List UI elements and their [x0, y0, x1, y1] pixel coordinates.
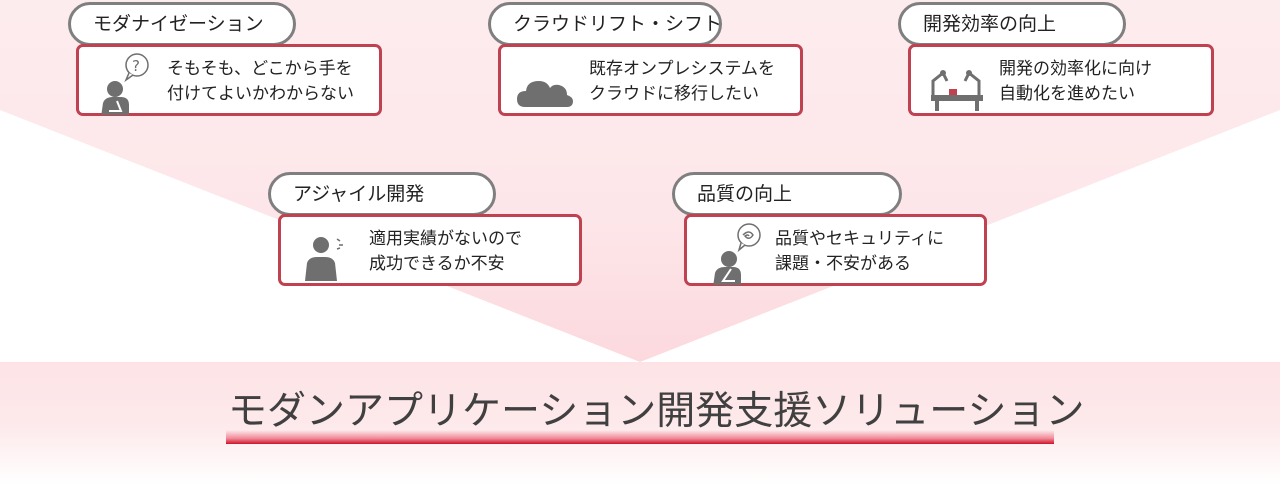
card-line: 開発の効率化に向け: [999, 59, 1152, 79]
card-text: 品質やセキュリティに課題・不安がある: [775, 227, 944, 277]
thinking-person-icon: ?: [101, 53, 149, 115]
svg-text:?: ?: [132, 57, 140, 75]
cloud-icon: [517, 81, 573, 107]
card-line: 適用実績がないので: [369, 229, 522, 249]
robot-arm-icon: [931, 70, 983, 111]
heading-cloud-lift-shift: クラウドリフト・シフト: [488, 2, 722, 46]
card-modernization: ? そもそも、どこから手を付けてよいかわからない: [76, 44, 382, 116]
card-line: 成功できるか不安: [369, 254, 505, 274]
heading-agile: アジャイル開発: [268, 172, 496, 216]
heading-dev-efficiency: 開発効率の向上: [898, 2, 1126, 46]
card-line: クラウドに移行したい: [589, 84, 759, 104]
card-line: そもそも、どこから手を: [167, 59, 353, 79]
card-line: 課題・不安がある: [775, 254, 911, 274]
card-cloud-lift-shift: 既存オンプレシステムをクラウドに移行したい: [498, 44, 803, 116]
card-line: 付けてよいかわからない: [167, 84, 354, 104]
card-dev-efficiency: 開発の効率化に向け自動化を進めたい: [908, 44, 1214, 116]
solution-title: モダンアプリケーション開発支援ソリューション: [228, 389, 1085, 434]
title-underline: [226, 430, 1054, 444]
card-line: 品質やセキュリティに: [775, 229, 944, 249]
heading-quality: 品質の向上: [672, 172, 902, 216]
card-text: 開発の効率化に向け自動化を進めたい: [999, 57, 1152, 107]
card-line: 既存オンプレシステムを: [589, 59, 775, 79]
card-text: 既存オンプレシステムをクラウドに移行したい: [589, 57, 775, 107]
confused-person-icon: [713, 223, 761, 285]
solution-band: [0, 362, 1280, 485]
heading-modernization: モダナイゼーション: [68, 2, 296, 46]
card-line: 自動化を進めたい: [999, 84, 1135, 104]
worried-person-icon: [305, 237, 343, 281]
card-quality: 品質やセキュリティに課題・不安がある: [684, 214, 987, 286]
card-text: そもそも、どこから手を付けてよいかわからない: [167, 57, 354, 107]
card-agile: 適用実績がないので成功できるか不安: [278, 214, 582, 286]
card-text: 適用実績がないので成功できるか不安: [369, 227, 522, 277]
